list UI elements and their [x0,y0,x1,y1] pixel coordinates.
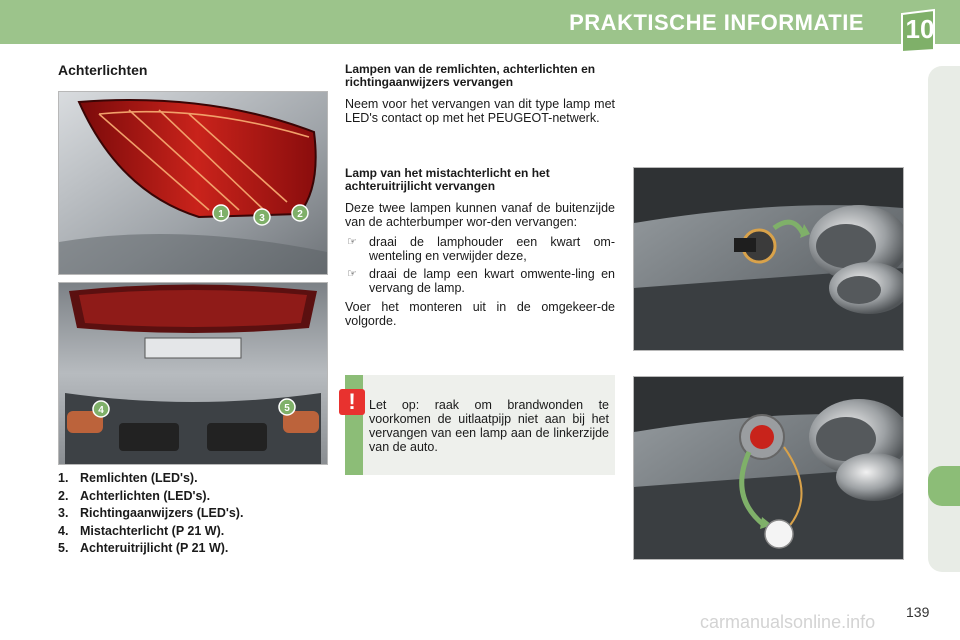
legend-item: 1.Remlichten (LED's). [58,471,198,485]
legend-item: 3.Richtingaanwijzers (LED's). [58,506,244,520]
callout-4: 4 [98,405,104,416]
legend-item: 5.Achteruitrijlicht (P 21 W). [58,541,229,555]
led-replacement-heading: Lampen van de remlichten, achterlichten … [345,62,596,89]
tail-light-callouts: 1 3 2 [212,204,309,226]
chapter-badge-icon [901,8,935,54]
instruction-step: ☞ draai de lamphouder een kwart om-wente… [347,235,615,263]
fog-reverse-intro: Deze twee lampen kunnen vanaf de buitenz… [345,201,615,229]
warning-box [345,375,615,475]
fog-reverse-heading: Lamp van het mistachterlicht en het acht… [345,166,550,193]
warning-text: Let op: raak om brandwonden te voorkomen… [369,398,609,454]
callout-1: 1 [218,209,224,220]
callout-3: 3 [259,213,265,224]
rear-bumper-photo: 4 5 [58,282,328,465]
pointing-hand-icon: ☞ [347,268,357,280]
fog-reverse-block: Lamp van het mistachterlicht en het acht… [345,166,615,329]
pointing-hand-icon: ☞ [347,236,357,248]
led-replacement-block: Lampen van de remlichten, achterlichten … [345,62,615,126]
lamp-holder-removal-photo [633,167,904,351]
header-bar [0,0,960,44]
warning-icon: ! [339,389,365,415]
section-title: Achterlichten [58,62,148,78]
chapter-side-tab-active [928,466,960,506]
page-number: 139 [906,604,930,620]
instruction-step: ☞ draai de lamp een kwart omwente-ling e… [347,267,615,295]
lamp-legend: 1.Remlichten (LED's). 2.Achterlichten (L… [58,470,243,558]
led-replacement-body: Neem voor het vervangen van dit type lam… [345,97,615,125]
legend-item: 2.Achterlichten (LED's). [58,488,211,503]
callout-2: 2 [297,209,303,220]
fog-reverse-outro: Voer het monteren uit in de omgekeer-de … [345,300,615,328]
tail-light-photo: 1 3 2 [58,91,328,275]
legend-item: 4.Mistachterlicht (P 21 W). [58,523,225,538]
page-header-title: PRAKTISCHE INFORMATIE [569,10,864,35]
bumper-callouts: 4 5 [92,398,296,418]
chapter-number: 10 [905,14,935,44]
callout-5: 5 [284,403,290,414]
bulb-replacement-photo [633,376,904,560]
watermark: carmanualsonline.info [700,612,876,632]
